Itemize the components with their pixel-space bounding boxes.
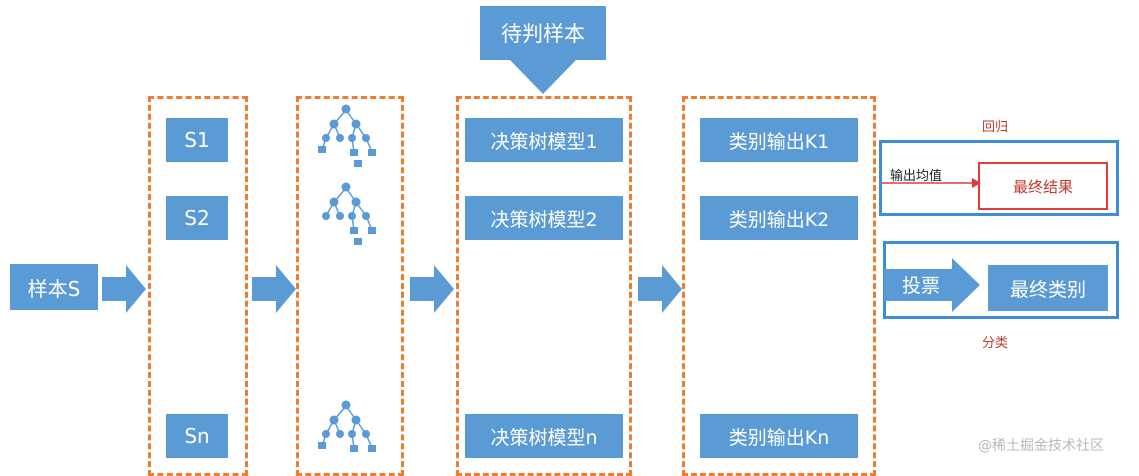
down-arrow-icon — [510, 60, 576, 94]
model-1-box: 决策树模型1 — [465, 118, 623, 162]
right-arrow-icon-2 — [252, 265, 296, 313]
output-kn-label: 类别输出Kn — [728, 426, 830, 449]
subset-sn-box: Sn — [166, 414, 228, 458]
vote-label: 投票 — [902, 275, 941, 297]
subset-sn-label: Sn — [184, 424, 210, 448]
pending-sample-label: 待判样本 — [501, 22, 585, 46]
right-arrow-icon-4 — [638, 265, 682, 313]
final-result-label: 最终结果 — [1012, 177, 1073, 196]
final-class-box: 最终类别 — [988, 265, 1108, 311]
model-2-label: 决策树模型2 — [490, 208, 598, 231]
pending-sample-box: 待判样本 — [480, 6, 606, 60]
decision-tree-icon-n — [318, 400, 376, 452]
model-n-label: 决策树模型n — [490, 426, 598, 449]
regression-frame — [879, 140, 1119, 216]
subset-s1-box: S1 — [166, 118, 228, 162]
model-1-label: 决策树模型1 — [490, 130, 598, 153]
model-n-box: 决策树模型n — [465, 414, 623, 458]
sample-s-box: 样本S — [10, 264, 98, 310]
watermark: @稀土掘金技术社区 — [978, 438, 1104, 454]
subset-s1-label: S1 — [184, 128, 210, 152]
decision-tree-icon-1 — [318, 104, 376, 167]
classification-title: 分类 — [982, 336, 1009, 351]
output-kn-box: 类别输出Kn — [700, 414, 858, 458]
vote-arrow-icon — [884, 258, 980, 312]
output-k2-box: 类别输出K2 — [700, 196, 858, 240]
final-class-label: 最终类别 — [1009, 278, 1086, 301]
output-k1-label: 类别输出K1 — [728, 130, 830, 153]
sample-s-label: 样本S — [27, 276, 81, 301]
subset-s2-box: S2 — [166, 196, 228, 240]
decision-tree-icon-2 — [322, 182, 376, 245]
model-2-box: 决策树模型2 — [465, 196, 623, 240]
subset-s2-label: S2 — [184, 206, 210, 230]
red-arrow-icon — [882, 178, 981, 188]
output-k2-label: 类别输出K2 — [728, 208, 830, 231]
regression-title: 回归 — [982, 120, 1009, 135]
regression-action-label: 输出均值 — [890, 169, 943, 184]
output-k1-box: 类别输出K1 — [700, 118, 858, 162]
right-arrow-icon-3 — [410, 265, 454, 313]
final-result-box: 最终结果 — [978, 162, 1108, 210]
right-arrow-icon-1 — [102, 265, 146, 313]
